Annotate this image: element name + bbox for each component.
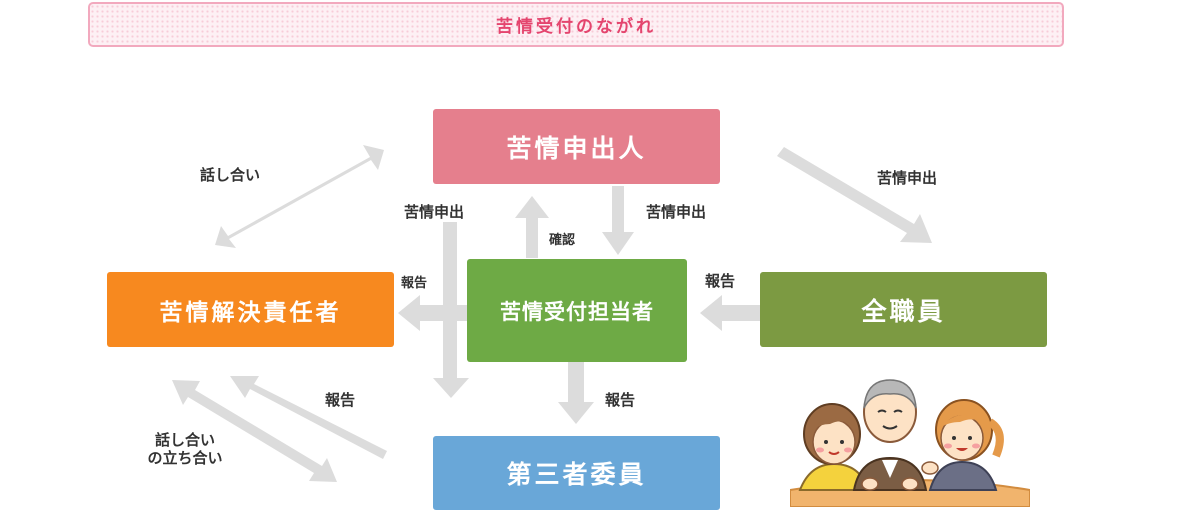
arrow-report-third-to-resolver <box>230 376 387 459</box>
woman-right-figure <box>921 399 1004 491</box>
arrow-complaint-to-staff <box>777 147 932 243</box>
title-banner: 苦情受付のながれ <box>88 2 1064 47</box>
arrow-report-from-staff <box>700 295 760 331</box>
node-resolver: 苦情解決責任者 <box>107 272 394 347</box>
node-complainant-label: 苦情申出人 <box>506 133 647 163</box>
arrow-report-to-resolver <box>398 295 468 331</box>
woman-left-figure <box>798 403 870 491</box>
label-discussion-bottom-line1: 話し合い <box>154 431 215 449</box>
label-report-to-resolver: 報告 <box>401 276 428 291</box>
node-third-party: 第三者委員 <box>433 436 720 510</box>
label-discussion-top: 話し合い <box>200 166 261 184</box>
label-confirm: 確認 <box>549 233 576 248</box>
page-title: 苦情受付のながれ <box>496 17 656 37</box>
node-third-party-label: 第三者委員 <box>506 460 647 489</box>
node-all-staff: 全職員 <box>760 272 1047 347</box>
label-complaint-right: 苦情申出 <box>877 169 938 187</box>
arrow-report-to-third <box>558 362 594 424</box>
label-discussion-bottom-line2: の立ち合い <box>147 449 223 467</box>
label-complaint-left-center: 苦情申出 <box>404 203 465 221</box>
node-receptionist-label: 苦情受付担当者 <box>500 299 654 324</box>
node-receptionist: 苦情受付担当者 <box>467 259 687 362</box>
label-report-third-to-resolver: 報告 <box>325 391 356 409</box>
label-report-from-staff: 報告 <box>705 272 736 290</box>
arrow-complaint-down <box>602 186 634 255</box>
label-complaint-right-center: 苦情申出 <box>646 203 707 221</box>
node-resolver-label: 苦情解決責任者 <box>159 299 342 326</box>
node-complainant: 苦情申出人 <box>433 109 720 184</box>
man-middle-figure <box>852 379 928 491</box>
label-report-to-third: 報告 <box>605 391 636 409</box>
three-people-illustration <box>790 379 1030 507</box>
node-all-staff-label: 全職員 <box>861 296 946 326</box>
arrow-confirm-up <box>515 196 549 258</box>
arrow-discussion-top <box>215 145 384 248</box>
arrow-discussion-bottom <box>172 380 337 482</box>
label-discussion-bottom: 話し合い の立ち合い <box>130 431 240 467</box>
